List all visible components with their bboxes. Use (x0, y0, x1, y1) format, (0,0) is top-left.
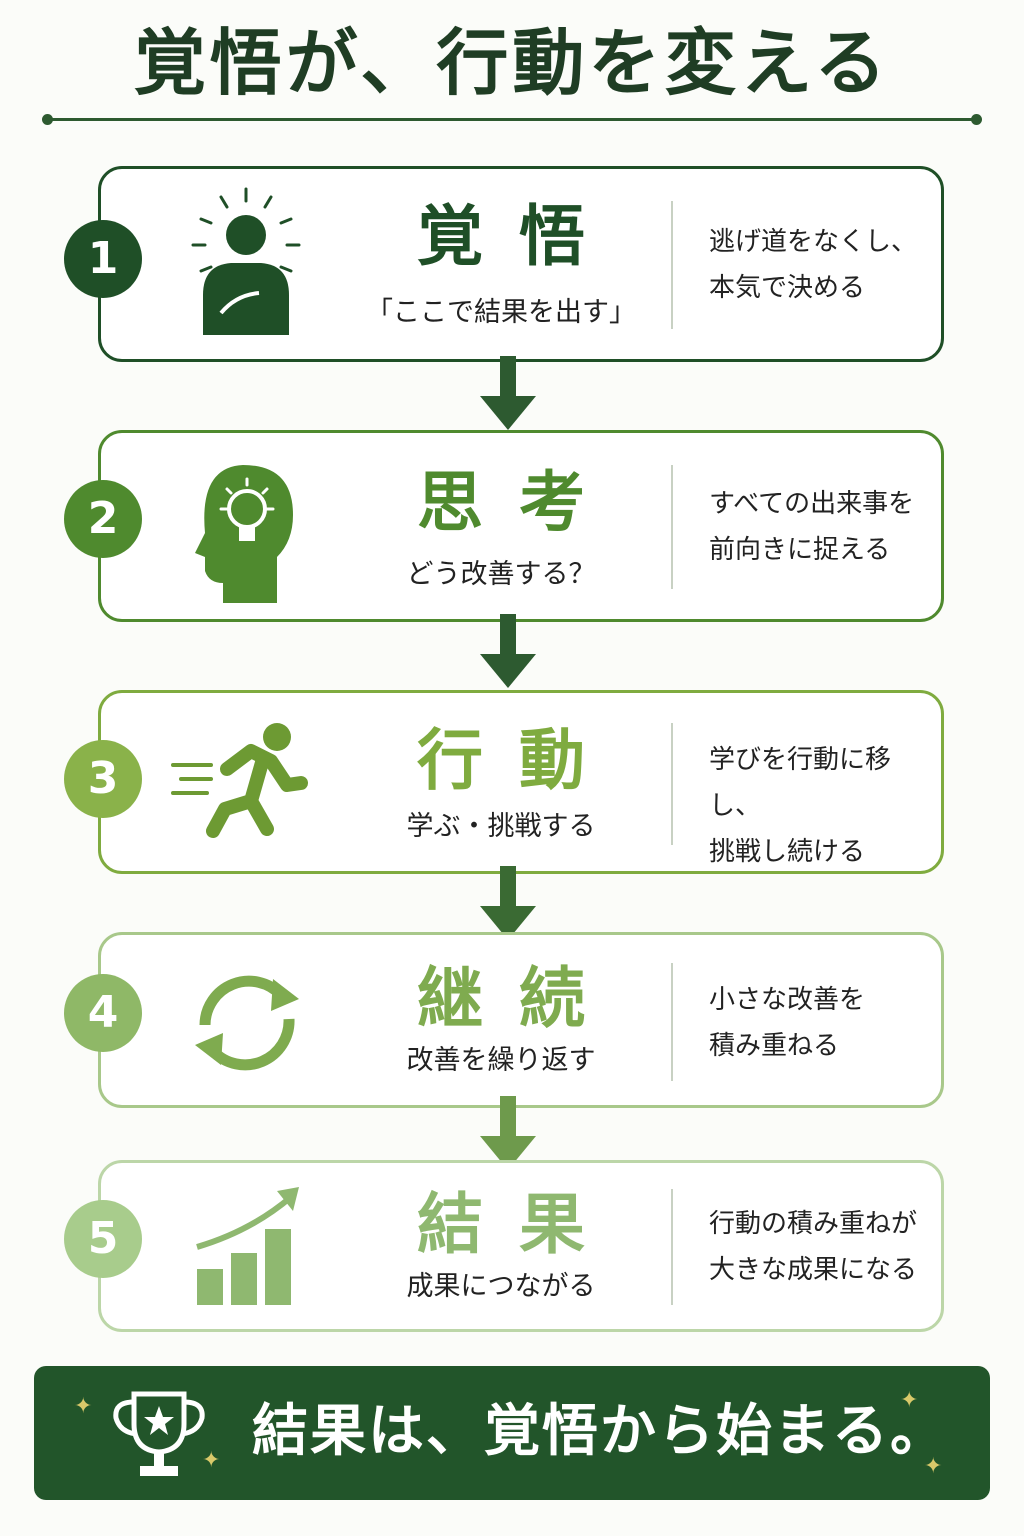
conclusion-text: 結果は、覚悟から始まる。 (252, 1399, 948, 1464)
step-description: すべての出来事を 前向きに捉える (709, 481, 939, 573)
down-arrow (480, 614, 536, 688)
sparkle-icon: ✦ (74, 1394, 93, 1419)
step-card-2: 思考 どう改善する？ すべての出来事を 前向きに捉える (98, 430, 944, 622)
step-heading: 覚悟 (417, 198, 621, 275)
desc-line: 行動の積み重ねが (709, 1209, 918, 1239)
step-subtitle: 「ここで結果を出す」 (366, 297, 636, 328)
desc-line: 前向きに捉える (709, 535, 891, 565)
step-description: 小さな改善を 積み重ねる (709, 977, 939, 1069)
step-number-badge: 4 (64, 974, 142, 1052)
step-heading: 思考 (417, 464, 621, 541)
desc-line: 小さな改善を (709, 985, 866, 1015)
step-subtitle: 改善を繰り返す (406, 1045, 596, 1076)
step-description: 逃げ道をなくし、 本気で決める (709, 219, 939, 311)
down-arrow (480, 1096, 536, 1170)
step-subtitle: どう改善する？ (406, 559, 596, 590)
desc-line: 挑戦し続ける (709, 837, 866, 867)
person-determination-icon (191, 187, 301, 335)
growth-chart-icon (196, 1187, 299, 1305)
card-divider (671, 963, 673, 1081)
card-divider (671, 1189, 673, 1305)
head-lightbulb-icon (195, 465, 293, 603)
step-subtitle: 学ぶ・挑戦する (406, 811, 596, 842)
title-divider (42, 114, 982, 125)
desc-line: 本気で決める (709, 273, 866, 303)
desc-line: 大きな成果になる (709, 1255, 918, 1285)
desc-line: 逃げ道をなくし、 (709, 227, 918, 257)
desc-line: すべての出来事を (709, 489, 915, 519)
running-person-icon (171, 723, 308, 838)
sparkle-icon: ✦ (202, 1448, 221, 1473)
down-arrow (480, 866, 536, 940)
step-heading: 結果 (417, 1186, 621, 1263)
trophy-star-icon (113, 1391, 205, 1476)
step-number-badge: 1 (64, 220, 142, 298)
step-number-badge: 2 (64, 480, 142, 558)
step-description: 行動の積み重ねが 大きな成果になる (709, 1201, 939, 1293)
step-heading: 継続 (417, 960, 621, 1037)
sparkle-icon: ✦ (900, 1388, 919, 1413)
desc-line: 学びを行動に移し、 (709, 745, 892, 821)
card-divider (671, 201, 673, 329)
step-card-4: 継続 改善を繰り返す 小さな改善を 積み重ねる (98, 932, 944, 1108)
cycle-arrows-icon (195, 975, 299, 1071)
page-title: 覚悟が、行動を変える (133, 21, 891, 105)
step-number-badge: 5 (64, 1200, 142, 1278)
sparkle-icon: ✦ (924, 1454, 943, 1479)
step-subtitle: 成果につながる (406, 1271, 596, 1302)
step-number-badge: 3 (64, 740, 142, 818)
step-description: 学びを行動に移し、 挑戦し続ける (709, 737, 939, 875)
step-heading: 行動 (417, 722, 621, 799)
conclusion-banner: 結果は、覚悟から始まる。 ✦ ✦ ✦ ✦ (34, 1366, 990, 1500)
down-arrow (480, 356, 536, 430)
desc-line: 積み重ねる (709, 1031, 840, 1061)
step-card-1: 覚悟 「ここで結果を出す」 逃げ道をなくし、 本気で決める (98, 166, 944, 362)
card-divider (671, 723, 673, 845)
step-card-5: 結果 成果につながる 行動の積み重ねが 大きな成果になる (98, 1160, 944, 1332)
step-card-3: 行動 学ぶ・挑戦する 学びを行動に移し、 挑戦し続ける (98, 690, 944, 874)
card-divider (671, 465, 673, 589)
